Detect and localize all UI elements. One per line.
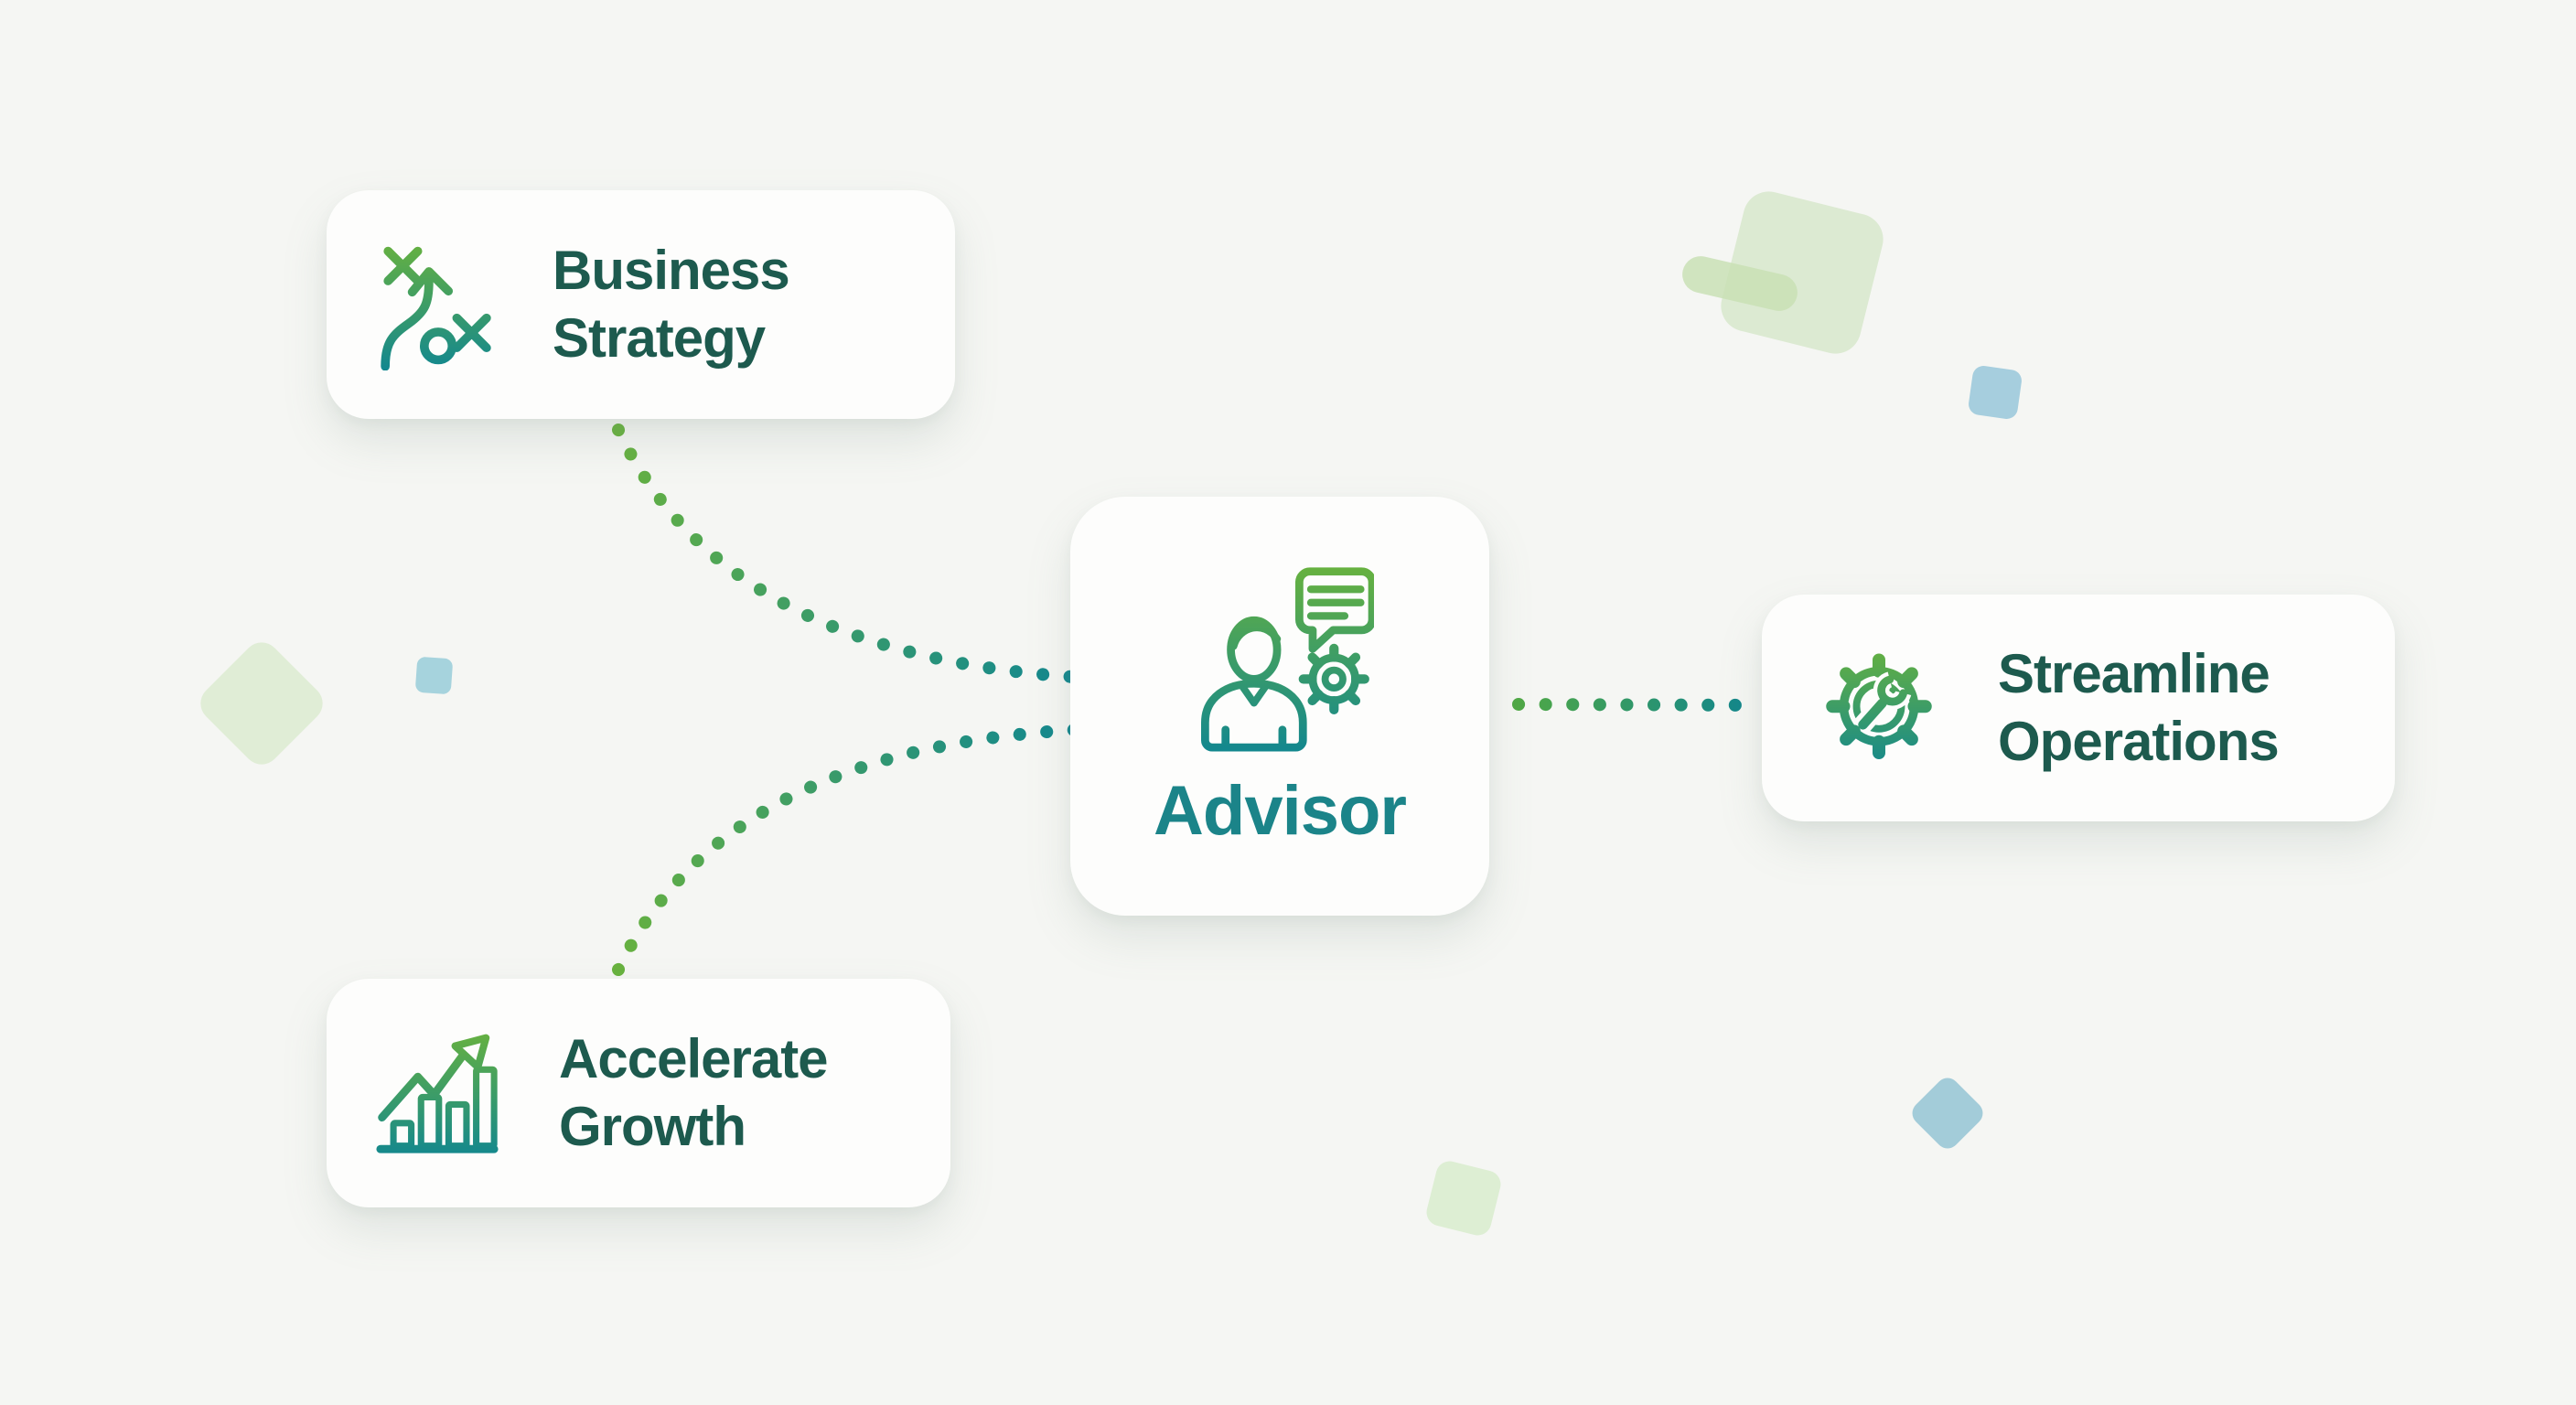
node-title: Business Strategy — [553, 237, 790, 372]
node-title: Advisor — [1154, 772, 1407, 850]
growth-chart-arrow-icon — [376, 1034, 499, 1153]
connector-growth-to-advisor — [612, 724, 1080, 976]
connector-advisor-to-streamline — [1512, 698, 1766, 712]
node-accelerate-growth: Accelerate Growth — [327, 979, 950, 1207]
connector-business-to-advisor — [612, 424, 1080, 683]
node-title: Streamline Operations — [1998, 640, 2280, 776]
strategy-play-icon — [381, 246, 491, 370]
node-title-line2: Growth — [559, 1096, 746, 1157]
node-advisor: Advisor — [1070, 497, 1489, 916]
node-title-line1: Accelerate — [559, 1028, 829, 1089]
person-chat-gear-icon — [1201, 567, 1374, 752]
node-title: Accelerate Growth — [559, 1025, 829, 1161]
gear-wrench-icon — [1826, 653, 1932, 759]
node-title-line1: Business — [553, 240, 790, 301]
node-title-line2: Operations — [1998, 711, 2280, 772]
node-title-line1: Streamline — [1998, 643, 2270, 704]
node-title-line2: Strategy — [553, 307, 766, 369]
node-business-strategy: Business Strategy — [327, 190, 955, 419]
node-streamline-operations: Streamline Operations — [1762, 595, 2395, 821]
